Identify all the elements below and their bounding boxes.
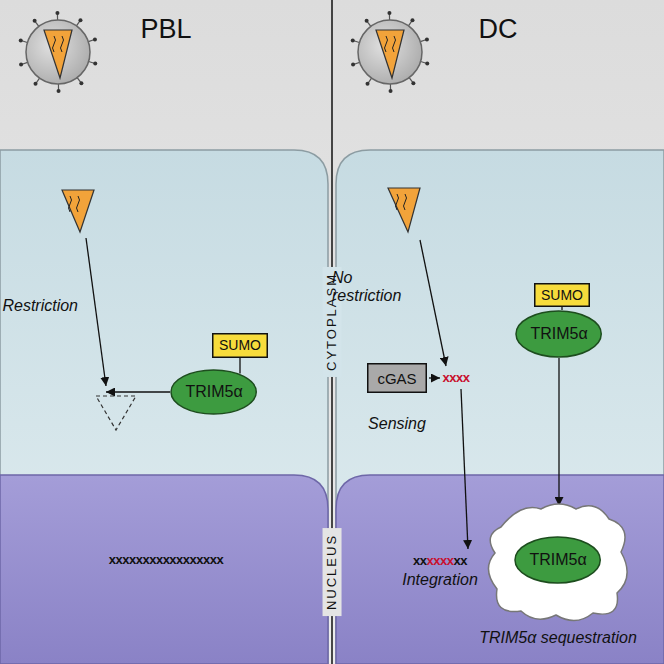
box-outline bbox=[535, 284, 590, 307]
illustration-part bbox=[55, 11, 59, 15]
process-label: Restriction bbox=[2, 297, 78, 315]
illustration-part bbox=[385, 36, 396, 52]
illustration-part bbox=[34, 82, 38, 86]
trim5a-protein: TRIM5α bbox=[170, 369, 257, 415]
illustration-part bbox=[96, 396, 136, 430]
illustration-part bbox=[387, 11, 391, 15]
illustration-part bbox=[19, 38, 23, 42]
node-text: cGAS bbox=[377, 370, 416, 387]
illustration-part bbox=[57, 89, 61, 93]
illustration-part bbox=[425, 37, 429, 41]
cgas-sensor: cGAS bbox=[367, 363, 427, 393]
illustration-part bbox=[78, 18, 82, 22]
illustration-part bbox=[365, 19, 369, 23]
illustration-part bbox=[106, 391, 170, 392]
node-text: TRIM5α bbox=[529, 551, 586, 569]
illustration-part bbox=[376, 30, 404, 78]
illustration-part bbox=[351, 63, 355, 67]
illustration-part bbox=[0, 475, 328, 664]
illustration-part bbox=[461, 389, 468, 549]
process-label: Sensing bbox=[368, 415, 426, 433]
box-outline bbox=[368, 364, 427, 393]
illustration-part bbox=[336, 475, 664, 664]
illustration-part bbox=[19, 63, 23, 67]
ellipse-outline bbox=[515, 537, 600, 583]
viral-dna: xxxx bbox=[443, 371, 470, 386]
sumo-tag: SUMO bbox=[212, 333, 268, 358]
compartment-label: NUCLEUS bbox=[323, 528, 342, 616]
illustration-part bbox=[79, 81, 83, 85]
sequestration-body: TRIM5α sequestrationTRIM5α bbox=[481, 497, 635, 625]
sequestration-heading: TRIM5α sequestration bbox=[479, 629, 637, 647]
illustration-part bbox=[410, 18, 414, 22]
node-text: TRIM5α bbox=[185, 383, 242, 401]
illustration-part bbox=[336, 150, 664, 664]
illustration-part bbox=[351, 38, 355, 42]
host-dna: xx bbox=[453, 553, 466, 568]
illustration-part bbox=[366, 82, 370, 86]
ellipse-outline bbox=[171, 370, 256, 414]
connector bbox=[558, 358, 559, 506]
node-text: SUMO bbox=[541, 287, 583, 303]
virion bbox=[351, 11, 430, 93]
virion bbox=[19, 11, 98, 93]
illustration-part bbox=[26, 20, 90, 84]
ellipse-outline bbox=[516, 311, 601, 357]
illustration-part bbox=[53, 36, 64, 52]
node-text: TRIM5α bbox=[530, 325, 587, 343]
chromosome-dna: xxxxxxxxxxxxxxxxx bbox=[109, 553, 223, 568]
integration-dna: xxxxxxxx bbox=[413, 551, 467, 569]
illustration-part bbox=[33, 19, 37, 23]
panel-heading: DC bbox=[479, 14, 518, 45]
illustration-part bbox=[411, 81, 415, 85]
illustration-part bbox=[425, 62, 429, 66]
integrated-viral-dna: xxxx bbox=[427, 553, 454, 568]
illustration-part bbox=[69, 196, 80, 212]
illustration-part bbox=[62, 190, 94, 232]
illustration-part bbox=[396, 194, 407, 210]
illustration-part bbox=[86, 238, 106, 386]
process-label: Integration bbox=[402, 571, 478, 589]
illustration-part bbox=[389, 89, 393, 93]
illustration-part bbox=[0, 150, 328, 664]
process-label: No restriction bbox=[332, 269, 414, 306]
sumo-tag: SUMO bbox=[534, 283, 590, 307]
illustration-part bbox=[429, 377, 440, 378]
illustration-part bbox=[358, 20, 422, 84]
illustration-part bbox=[44, 30, 72, 78]
trim5a-protein: TRIM5α bbox=[515, 310, 602, 358]
panel-heading: PBL bbox=[140, 14, 191, 45]
illustration-part bbox=[388, 188, 420, 232]
box-outline bbox=[213, 333, 268, 357]
node-text: SUMO bbox=[219, 337, 261, 353]
illustration-part bbox=[93, 37, 97, 41]
connector bbox=[561, 307, 562, 310]
blob-outline bbox=[488, 504, 627, 621]
host-dna: xx bbox=[413, 553, 426, 568]
trim5a-protein: TRIM5α bbox=[514, 536, 601, 584]
connector bbox=[239, 358, 240, 374]
illustration-part bbox=[93, 62, 97, 66]
illustration-part bbox=[420, 240, 446, 366]
